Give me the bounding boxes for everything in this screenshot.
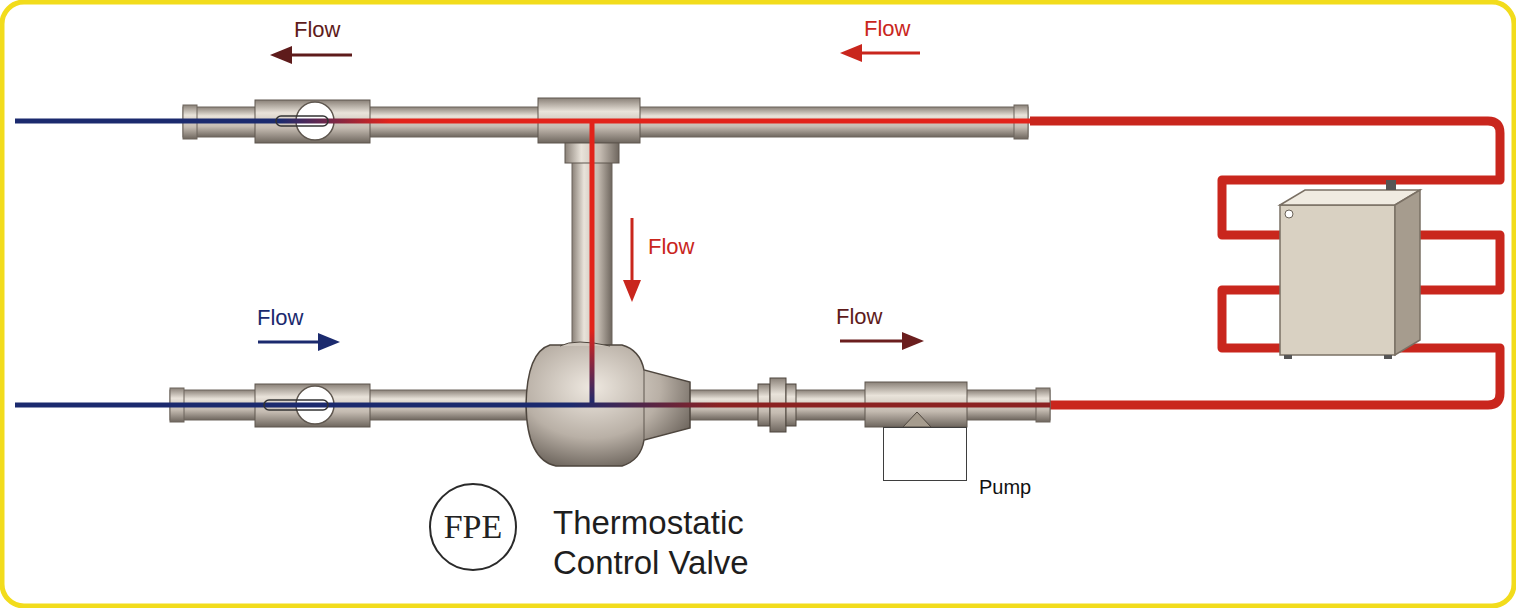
logo-ring [430,484,516,570]
flow-arrow [631,218,634,283]
flow-label: Flow [294,17,364,43]
flow-label: Flow [257,305,327,331]
flow-arrow [258,341,322,344]
water-flow-line [15,403,1050,408]
flow-arrow [840,340,905,343]
boiler-unit [1280,180,1420,359]
flow-label: Flow [648,234,718,260]
flow-label: Flow [648,234,718,260]
flow-label: Flow [294,17,364,43]
boiler-loop-pipe [1030,121,1500,405]
flow-arrow [288,54,352,57]
ball-valve [255,100,370,427]
flow-arrow [258,44,924,351]
flow-arrow [318,333,340,351]
logo-circle: FPE [428,482,518,572]
flow-arrow [858,52,920,55]
valve-handle [264,400,328,410]
boiler-unit [1395,190,1420,355]
boiler-unit [1285,210,1293,218]
flow-label: Flow [864,16,934,42]
flow-arrow [270,46,292,64]
boiler-unit [1284,355,1292,359]
thermostatic-valve [560,342,610,346]
valve-caption: Thermostatic Control Valve [553,503,813,582]
water-flow-line [15,119,1030,124]
boiler-unit [1280,205,1395,355]
valve-handle [276,116,328,126]
boiler-unit [1386,180,1396,190]
valve-caption: Thermostatic Control Valve [553,503,813,582]
flow-arrow [902,332,924,350]
flow-label: Flow [257,305,327,331]
flow-label: Flow [836,304,906,330]
flow-arrow [840,44,862,62]
flow-label: Flow [836,304,906,330]
pump-inlet [903,412,931,427]
pump-inlet [903,412,931,427]
valve-handle [264,116,328,410]
pump-label: Pump [979,476,1031,499]
logo-text: FPE [444,508,503,546]
boiler-loop-pipe [1030,121,1500,405]
boiler-unit [1384,355,1392,359]
pump-box: Pump [883,427,967,481]
flow-label: Flow [864,16,934,42]
water-flow-line [15,121,1050,405]
flow-arrow [623,280,641,302]
water-flow-line [590,121,595,405]
